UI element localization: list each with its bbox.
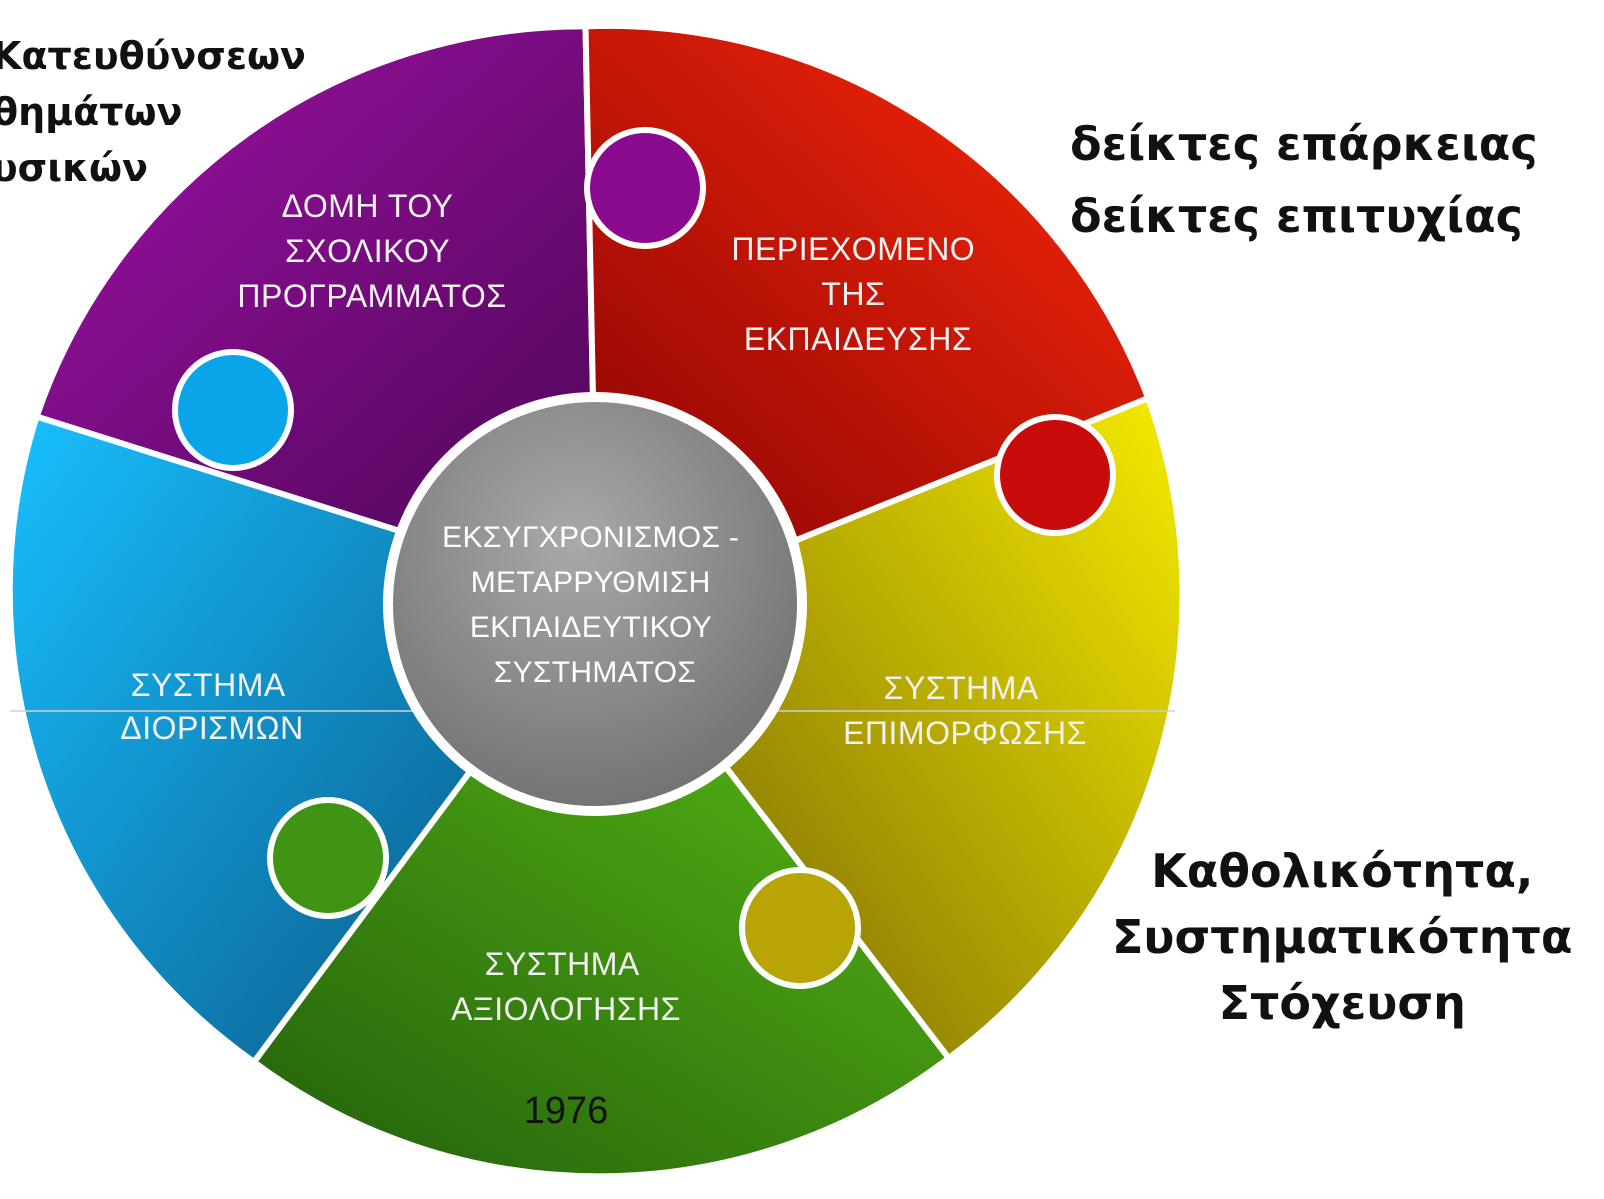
label-evaluation: ΣΥΣΤΗΜΑ ΑΞΙΟΛΟΓΗΣΗΣ [451,946,681,1027]
knob-training [994,414,1116,536]
top-left-line: υσικών [0,146,148,190]
indicator-line: δείκτες επιτυχίας [1070,189,1523,243]
knob-appointments [267,797,389,919]
segment-content [582,22,1152,544]
principles-text: Καθολικότητα, Συστηματικότητα Στόχευση [1112,838,1573,1036]
principle-line: Καθολικότητα, [1151,844,1534,898]
label-structure: ΔΟΜΗ ΤΟΥ ΣΧΟΛΙΚΟΥ ΠΡΟΓΡΑΜΜΑΤΟΣ [237,188,506,314]
top-left-line: Κατευθύνσεων [0,34,306,78]
label-center: ΕΚΣΥΓΧΡΟΝΙΣΜΟΣ - ΜΕΤΑΡΡΥΘΜΙΣΗ ΕΚΠΑΙΔΕΥΤΙ… [442,521,748,689]
label-training: ΣΥΣΤΗΜΑ ΕΠΙΜΟΡΦΩΣΗΣ [843,670,1087,751]
indicator-line: δείκτες επάρκειας [1070,117,1538,171]
knob-structure [172,349,294,471]
top-left-text: Κατευθύνσεων θημάτων υσικών [0,28,306,196]
label-content: ΠΕΡΙΕΧΟΜΕΝΟ ΤΗΣ ΕΚΠΑΙΔΕΥΣΗΣ [731,231,984,357]
year-label: 1976 [524,1090,609,1132]
knob-evaluation [739,867,861,989]
center-circle [383,392,807,816]
label-appointments: ΣΥΣΤΗΜΑ ΔΙΟΡΙΣΜΩΝ [120,667,303,746]
knob-content [584,127,706,249]
segment-evaluation [251,750,952,1180]
top-left-line: θημάτων [0,90,183,134]
indicators-text: δείκτες επάρκειας δείκτες επιτυχίας [1070,108,1538,252]
principle-line: Συστηματικότητα [1112,910,1573,964]
principle-line: Στόχευση [1218,976,1466,1030]
